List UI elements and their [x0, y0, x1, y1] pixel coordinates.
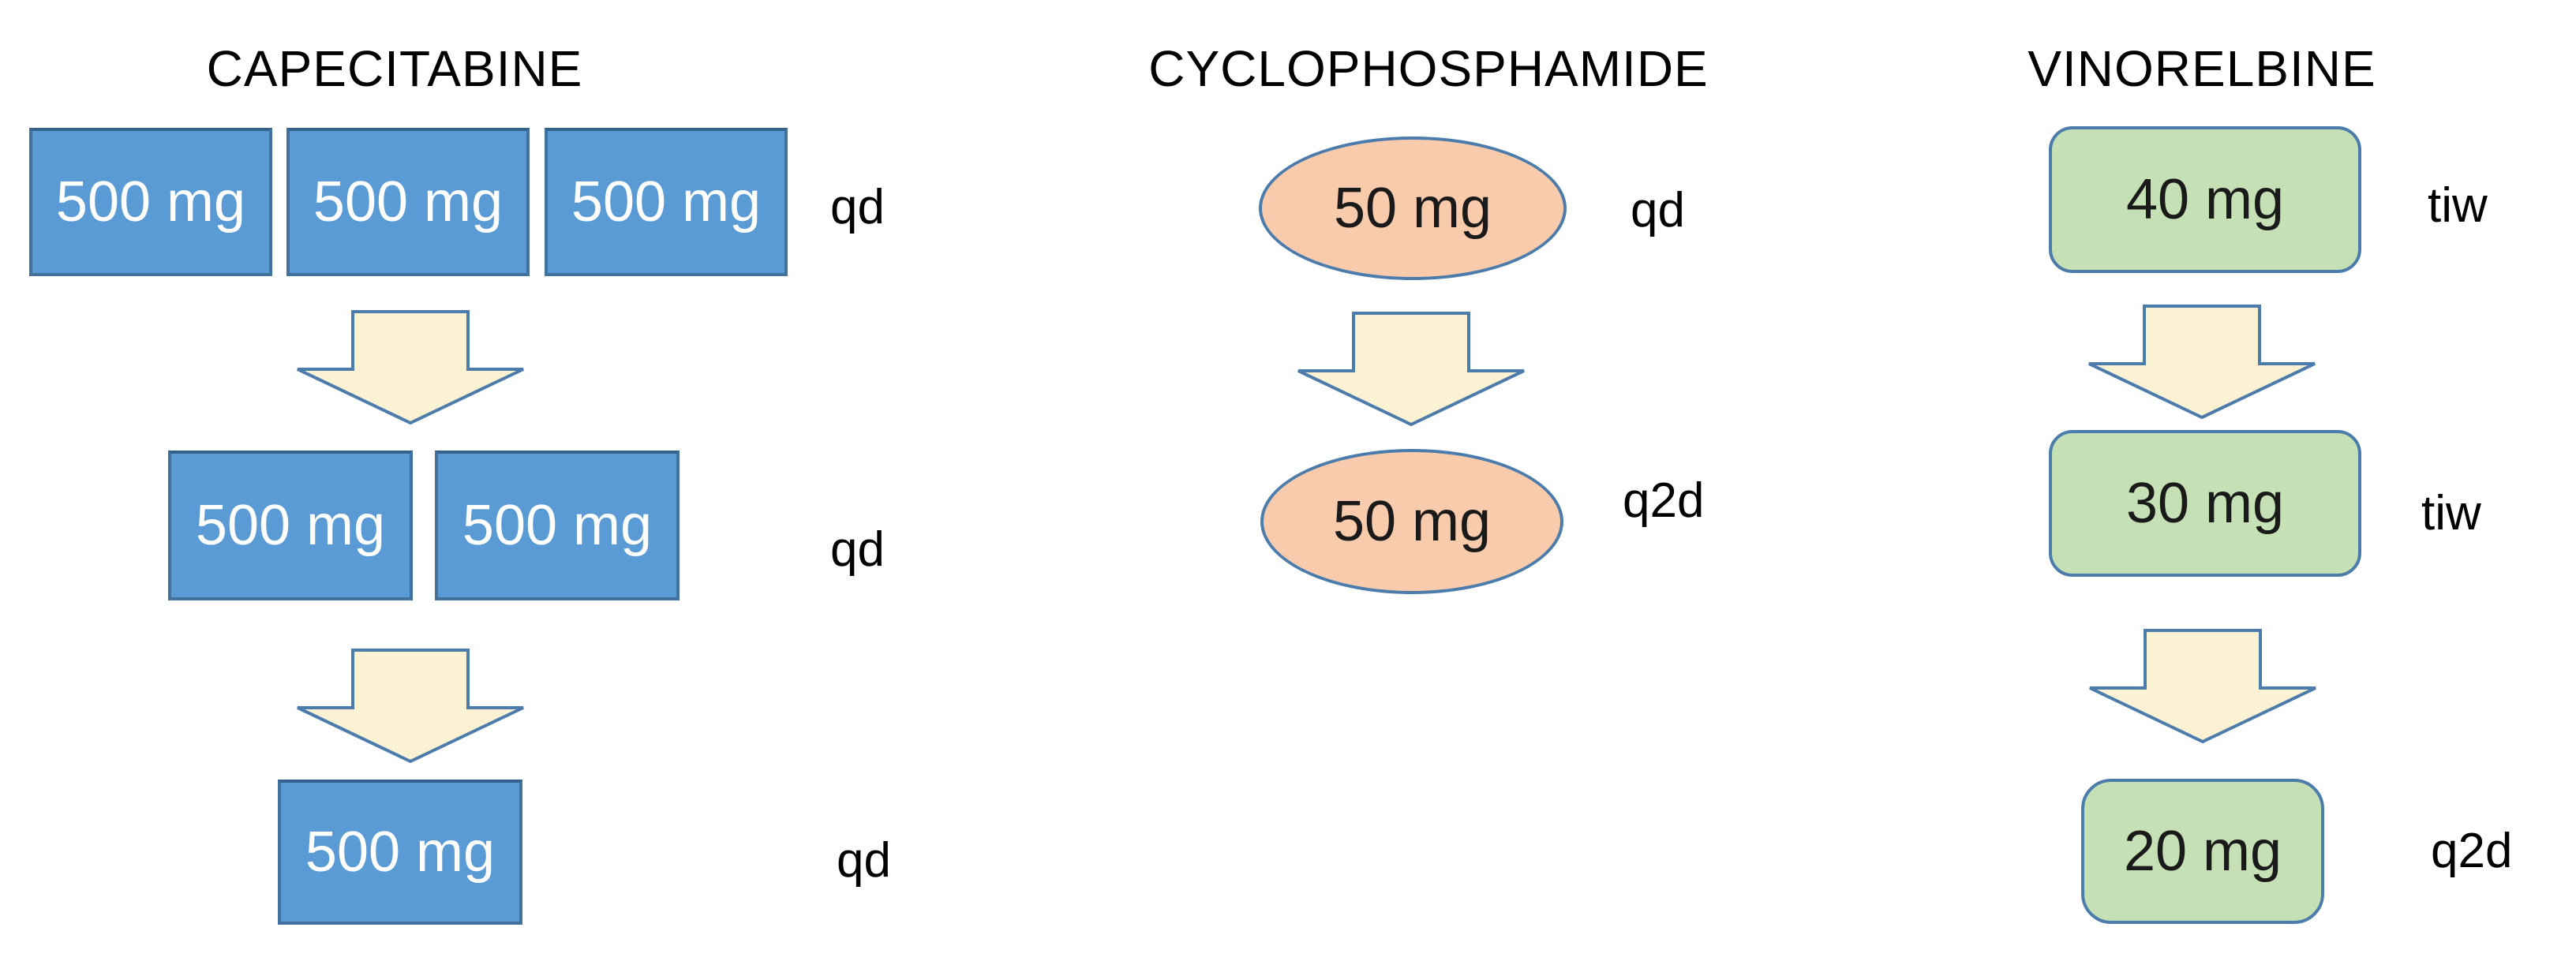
down-arrow-icon: [297, 649, 524, 763]
dose-label: 500 mg: [462, 494, 653, 557]
frequency-label: qd: [1631, 183, 1685, 237]
down-arrow-icon: [2088, 305, 2316, 419]
frequency-label: q2d: [2431, 824, 2513, 878]
down-arrow-icon: [297, 310, 524, 424]
down-arrow-icon: [2089, 629, 2316, 743]
column-title-capecitabine: CAPECITABINE: [206, 40, 583, 97]
dose-box-capecitabine-4: 500 mg: [168, 451, 413, 600]
dose-roundbox-vinorelbine-2: 30 mg: [2049, 430, 2361, 577]
dose-label: 500 mg: [571, 170, 762, 234]
dose-label: 20 mg: [2123, 820, 2282, 883]
dose-box-capecitabine-1: 500 mg: [29, 128, 272, 276]
dose-label: 40 mg: [2125, 168, 2285, 231]
column-title-cyclophosphamide: CYCLOPHOSPHAMIDE: [1148, 40, 1709, 97]
dose-label: 500 mg: [305, 821, 496, 884]
frequency-label: qd: [837, 833, 891, 888]
frequency-label: tiw: [2421, 486, 2481, 540]
column-title-vinorelbine: VINORELBINE: [2027, 40, 2376, 97]
dose-box-capecitabine-6: 500 mg: [278, 780, 522, 925]
dose-label: 500 mg: [55, 170, 246, 234]
down-arrow-icon: [1297, 312, 1525, 426]
dose-label: 500 mg: [313, 170, 504, 234]
dose-roundbox-vinorelbine-3: 20 mg: [2081, 779, 2324, 924]
dose-label: 30 mg: [2125, 472, 2285, 535]
dose-ellipse-cyclophosphamide-2: 50 mg: [1260, 449, 1563, 594]
dose-ellipse-cyclophosphamide-1: 50 mg: [1259, 136, 1567, 280]
dose-label: 50 mg: [1332, 490, 1492, 553]
frequency-label: qd: [830, 522, 885, 577]
dose-box-capecitabine-3: 500 mg: [545, 128, 788, 276]
dose-box-capecitabine-5: 500 mg: [435, 451, 680, 600]
dose-label: 50 mg: [1333, 177, 1492, 240]
frequency-label: qd: [830, 180, 885, 234]
frequency-label: q2d: [1623, 473, 1705, 528]
dose-roundbox-vinorelbine-1: 40 mg: [2049, 126, 2361, 273]
dose-box-capecitabine-2: 500 mg: [286, 128, 530, 276]
dose-label: 500 mg: [195, 494, 386, 557]
frequency-label: tiw: [2428, 178, 2488, 233]
